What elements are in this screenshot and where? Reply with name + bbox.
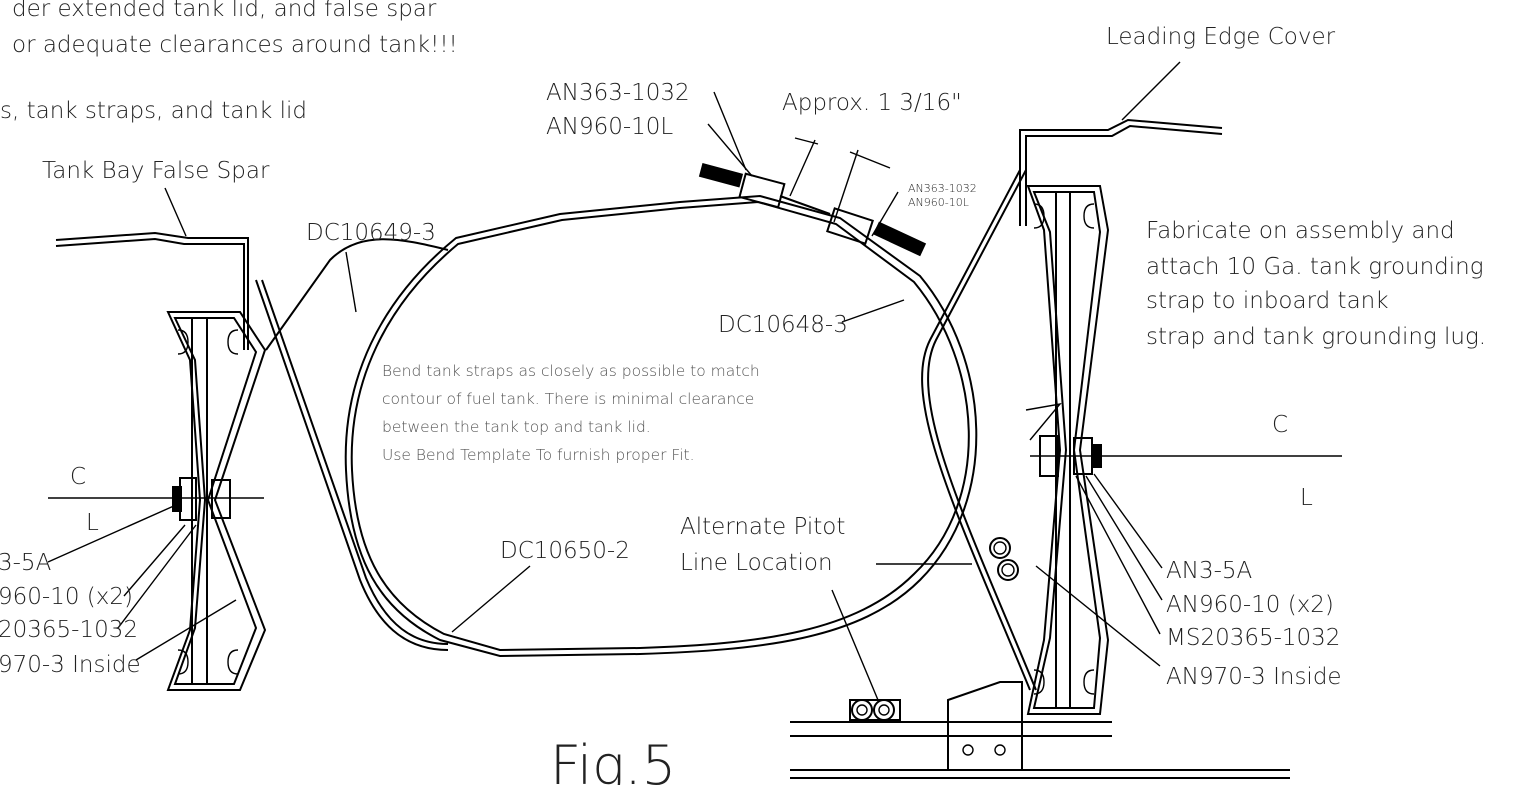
an960-small-label: AN960-10L: [908, 196, 969, 209]
an363-top-label: AN363-1032: [546, 80, 690, 106]
right-centerline-l: L: [1300, 485, 1313, 511]
pitot-tubes-bottom: [849, 699, 901, 721]
right-hardware-4: AN970-3 Inside: [1166, 664, 1342, 690]
right-hardware-1: AN3-5A: [1166, 558, 1252, 584]
right-hardware-leaders: [1035, 473, 1163, 667]
tank-straps: [255, 169, 1037, 691]
left-hardware-3: 20365-1032: [0, 617, 138, 643]
right-spar: [1019, 118, 1342, 715]
right-hardware-2: AN960-10 (x2): [1166, 592, 1334, 618]
note-line-2: or adequate clearances around tank!!!: [12, 32, 458, 58]
dc10649-label: DC10649-3: [306, 220, 436, 246]
dc10650-label: DC10650-2: [500, 538, 630, 564]
left-centerline-c: C: [70, 464, 86, 490]
leading-edge-cover-label: Leading Edge Cover: [1106, 24, 1336, 50]
bend-note-3: between the tank top and tank lid.: [382, 418, 651, 436]
false-spar-leader: [164, 187, 187, 237]
an363-small-label: AN363-1032: [908, 182, 977, 195]
right-centerline-c: C: [1272, 412, 1288, 438]
left-hardware-2: 960-10 (x2): [0, 584, 133, 610]
an960-top-label: AN960-10L: [546, 114, 673, 140]
left-hardware-leaders: [47, 504, 237, 661]
figure-number: Fig.5: [550, 734, 676, 785]
bend-note-4: Use Bend Template To furnish proper Fit.: [382, 446, 695, 464]
bottom-skin-and-bracket: [790, 681, 1290, 779]
left-hardware-1: 3-5A: [0, 550, 51, 576]
alt-pitot-label-2: Line Location: [680, 550, 833, 576]
left-hardware-4: 970-3 Inside: [0, 652, 141, 678]
approx-dimension-label: Approx. 1 3/16": [782, 90, 962, 116]
dc10649-leader: [345, 251, 357, 313]
top-left-bolt: [698, 163, 831, 215]
dc10648-leader: [841, 299, 905, 323]
fuel-tank-outline: [344, 194, 978, 658]
alt-pitot-label-1: Alternate Pitot: [680, 514, 845, 540]
pitot-tubes-side: [989, 537, 1019, 581]
fabricate-note-2: attach 10 Ga. tank grounding: [1146, 254, 1484, 280]
bend-note-2: contour of fuel tank. There is minimal c…: [382, 390, 754, 408]
left-false-spar: [48, 231, 267, 691]
fabricate-note-3: strap to inboard tank: [1146, 288, 1389, 314]
right-hardware-3: MS20365-1032: [1166, 625, 1340, 651]
bend-note-1: Bend tank straps as closely as possible …: [382, 362, 760, 380]
leading-edge-leader: [1121, 61, 1181, 121]
note-line-3: s, tank straps, and tank lid: [0, 98, 307, 124]
tank-bay-false-spar-label: Tank Bay False Spar: [42, 158, 270, 184]
fabricate-note-4: strap and tank grounding lug.: [1146, 324, 1486, 350]
left-centerline-l: L: [86, 510, 99, 536]
pitot-leader-2: [831, 589, 879, 701]
top-right-bolt: [826, 207, 927, 257]
dc10648-label: DC10648-3: [718, 312, 848, 338]
dc10650-leader: [451, 565, 531, 633]
approx-dimension: [707, 91, 899, 237]
note-line-1: der extended tank lid, and false spar: [12, 0, 437, 22]
fabricate-note-1: Fabricate on assembly and: [1146, 218, 1455, 244]
